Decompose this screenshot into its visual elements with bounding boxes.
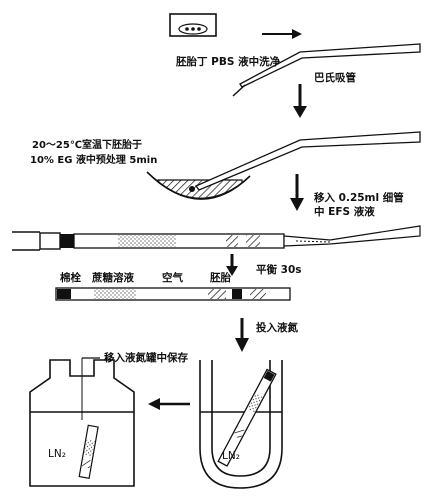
straw-with-syringe (12, 225, 421, 251)
pasteur-pipette (232, 43, 421, 97)
dewar-flask (199, 360, 283, 489)
pretreat-label-2: 10% EG 液中预处理 5min (30, 155, 158, 166)
loaded-straw (55, 287, 291, 301)
arrow-down-4 (235, 318, 249, 352)
embryo-label: 胚胎 (210, 272, 231, 284)
wash-dish (169, 13, 217, 37)
arrow-right-1 (262, 29, 302, 39)
pasteur-pipette-label: 巴氏吸管 (314, 72, 356, 84)
transfer-label-1: 移入 0.25ml 细管 (314, 192, 404, 204)
arrow-down-1 (293, 84, 307, 118)
arrow-down-3 (226, 254, 238, 276)
pipette-into-dish (194, 131, 421, 191)
plunge-label: 投入液氮 (256, 322, 298, 334)
ln2-label-left: LN₂ (48, 448, 66, 460)
air-label: 空气 (162, 272, 183, 284)
store-label: 移入液氮罐中保存 (104, 352, 188, 364)
wash-label: 胚胎丁 PBS 液中洗净 (176, 56, 281, 68)
ln2-label-right: LN₂ (222, 450, 240, 462)
pretreat-label-1: 20～25℃室温下胚胎于 (32, 140, 142, 151)
equilibrate-label: 平衡 30s (256, 264, 302, 276)
ln2-tank (29, 357, 135, 487)
arrow-down-2 (290, 174, 304, 211)
transfer-label-2: 中 EFS 液液 (314, 206, 375, 218)
sucrose-label: 蔗糖溶液 (92, 272, 134, 284)
arrow-left (148, 398, 190, 410)
plug-label: 棉栓 (60, 272, 81, 284)
